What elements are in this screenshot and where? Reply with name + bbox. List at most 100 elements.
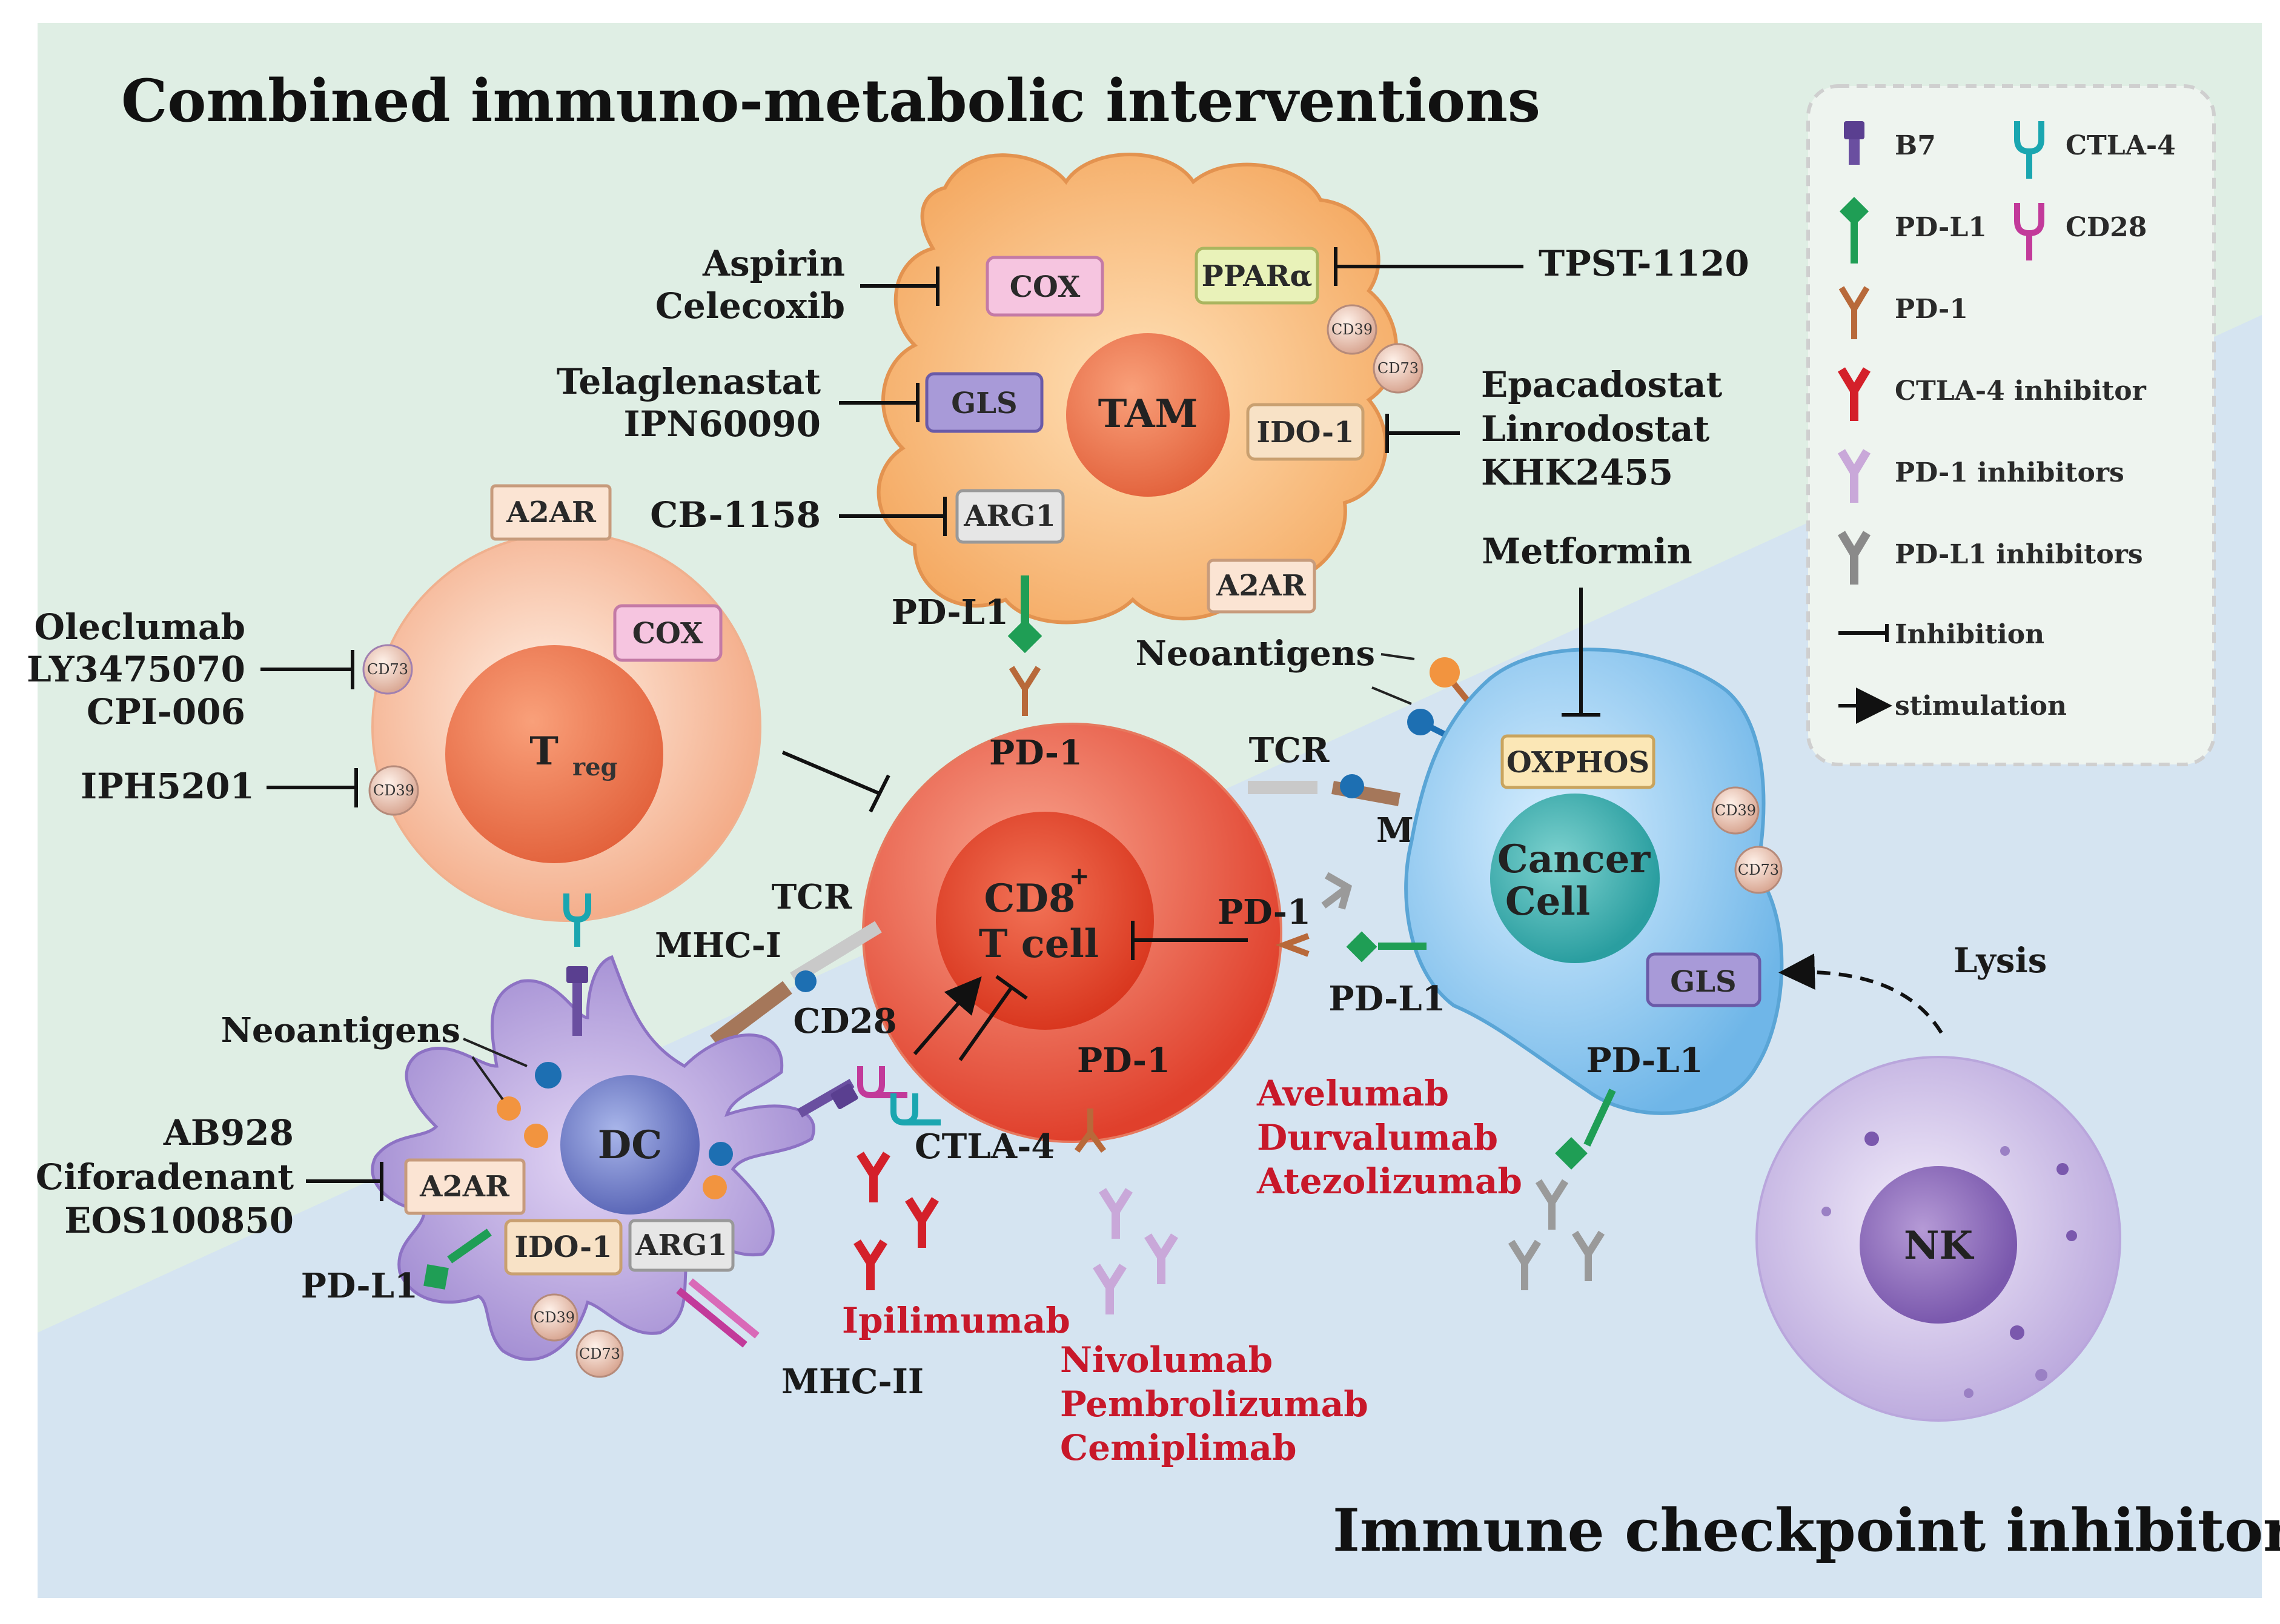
label-pd1-right: PD-1 <box>1218 892 1311 932</box>
cd73-cancer: CD73 <box>1734 846 1783 894</box>
pd1-inhibitor-legend-icon <box>1837 449 1871 503</box>
inhibit-gls-tam <box>839 383 920 422</box>
a2ar-treg-box: A2AR <box>490 484 612 541</box>
label-pdl1-cancer-bottom: PD-L1 <box>1586 1041 1703 1081</box>
cox-tam-text: COX <box>1010 270 1081 304</box>
treg-subscript: reg <box>572 753 618 781</box>
ppara-box: PPARα <box>1195 247 1319 305</box>
drug-ipilimumab: Ipilimumab <box>842 1300 1070 1341</box>
tcr-mhc-left <box>710 921 882 1049</box>
cd39-dc-text: CD39 <box>534 1309 575 1326</box>
label-neoantigens-right: Neoantigens <box>1136 634 1375 674</box>
tam-nucleus <box>1066 333 1230 497</box>
label-cd28: CD28 <box>793 1001 896 1041</box>
treg-nucleus <box>445 645 663 863</box>
oxphos-box: OXPHOS <box>1500 734 1655 789</box>
pdl1-inhibitor-2 <box>1508 1239 1542 1290</box>
legend-pdl1: PD-L1 <box>1895 212 1987 243</box>
cancer-nucleus <box>1490 794 1660 963</box>
inhibit-a2ar-dc <box>306 1162 383 1201</box>
drug-pembrolizumab: Pembrolizumab <box>1060 1384 1368 1425</box>
cd73-tam-text: CD73 <box>1377 360 1419 377</box>
drug-linrodostat: Linrodostat <box>1481 408 1709 449</box>
ctla4-receptor <box>890 1093 941 1126</box>
ido1-tam-text: IDO-1 <box>1257 416 1354 449</box>
legend-panel: B7 CTLA-4 PD-L1 CD28 PD-1 CTLA-4 inhibit… <box>1806 84 2216 766</box>
pd1-inhibitor-3 <box>1093 1264 1127 1314</box>
arg1-tam-box: ARG1 <box>955 489 1065 544</box>
cd39-treg-text: CD39 <box>373 782 414 799</box>
pdl1-tam-receptor <box>1007 575 1042 654</box>
lysis-arrow <box>1778 953 1943 1034</box>
inhibit-cd73-treg <box>260 650 354 689</box>
drug-ipn: IPN60090 <box>623 403 821 445</box>
ctla4-inhibitor-1 <box>857 1152 890 1202</box>
pdl1-inhibitor-legend-icon <box>1837 531 1871 585</box>
label-ctla4: CTLA-4 <box>915 1127 1055 1167</box>
gls-tam-box: GLS <box>925 372 1044 433</box>
legend-ctla4: CTLA-4 <box>2066 130 2176 161</box>
pdl1-legend-icon <box>1839 196 1869 263</box>
cox-treg-text: COX <box>632 617 703 651</box>
inhibit-ppara <box>1334 247 1523 286</box>
label-pdl1-dc: PD-L1 <box>301 1266 418 1306</box>
a2ar-dc-text: A2AR <box>419 1170 510 1204</box>
drug-iph: IPH5201 <box>81 766 254 807</box>
inhibit-ido1-tam <box>1385 414 1460 453</box>
label-pdl1-tam: PD-L1 <box>892 592 1009 632</box>
inhibit-oxphos <box>1562 588 1600 717</box>
pd1-right-receptor <box>1275 933 1310 957</box>
cancer-label-a: Cancer <box>1497 837 1651 882</box>
cd8-label-sup: + <box>1069 862 1090 890</box>
cd28-stimulation-arrow <box>913 976 982 1055</box>
drug-metformin: Metformin <box>1482 531 1692 572</box>
cd39-cancer: CD39 <box>1711 786 1760 835</box>
label-mhcii: MHC-II <box>781 1362 924 1402</box>
gls-cancer-text: GLS <box>1670 965 1736 999</box>
label-lysis: Lysis <box>1954 941 2047 981</box>
drug-cb1158: CB-1158 <box>650 494 821 535</box>
cd8-nucleus <box>936 812 1154 1030</box>
cd39-cancer-text: CD39 <box>1715 802 1756 819</box>
drug-telaglenastat: Telaglenastat <box>557 361 821 402</box>
b7-legend-icon <box>1844 121 1864 165</box>
cd73-cancer-text: CD73 <box>1738 861 1779 878</box>
drug-epacadostat: Epacadostat <box>1481 364 1723 405</box>
drug-avelumab: Avelumab <box>1256 1073 1449 1114</box>
dc-label: DC <box>598 1122 662 1168</box>
legend-pd1: PD-1 <box>1895 294 1968 325</box>
label-pd1-top: PD-1 <box>989 733 1082 773</box>
inhibition-legend-icon <box>1838 624 1889 642</box>
treg-cell: T reg <box>371 532 761 922</box>
ctla4-inhibitor-2 <box>905 1197 939 1248</box>
cd39-tam: CD39 <box>1327 304 1377 355</box>
drug-ly: LY3475070 <box>27 649 245 690</box>
pd1-inhibitor-1 <box>1099 1188 1133 1239</box>
drug-durvalumab: Durvalumab <box>1257 1117 1498 1158</box>
label-pd1-bottom: PD-1 <box>1077 1041 1170 1081</box>
inhibit-treg-cd8 <box>781 751 890 813</box>
ido1-tam-box: IDO-1 <box>1246 403 1365 461</box>
pd1-inhibitor-2 <box>1144 1233 1178 1284</box>
drug-atezolizumab: Atezolizumab <box>1256 1161 1522 1202</box>
neoantigen-pointer-left <box>463 1038 528 1101</box>
cancer-label-b: Cell <box>1505 879 1590 924</box>
ctla4-legend-icon <box>2014 121 2044 179</box>
cd73-treg-text: CD73 <box>367 661 408 678</box>
bottom-title: Immune checkpoint inhibitors <box>1333 1496 2280 1565</box>
label-tcr-right: TCR <box>1249 731 1330 771</box>
legend-b7: B7 <box>1895 130 1936 161</box>
label-neoantigens-left: Neoantigens <box>221 1010 460 1050</box>
drug-ab928: AB928 <box>163 1112 294 1153</box>
pdl1-inhibitor-1 <box>1535 1179 1569 1230</box>
drug-aspirin: Aspirin <box>702 243 845 284</box>
cd28-receptor <box>857 1066 907 1099</box>
label-mhci-left: MHC-I <box>655 926 781 966</box>
arg1-dc-text: ARG1 <box>635 1228 727 1262</box>
ctla4-inhibition-line <box>958 975 1028 1061</box>
ido1-dc-box: IDO-1 <box>504 1219 623 1276</box>
cox-treg-box: COX <box>613 604 723 662</box>
legend-pd1-inhibitors: PD-1 inhibitors <box>1895 457 2124 488</box>
b7-dc-receptor <box>566 966 588 1036</box>
